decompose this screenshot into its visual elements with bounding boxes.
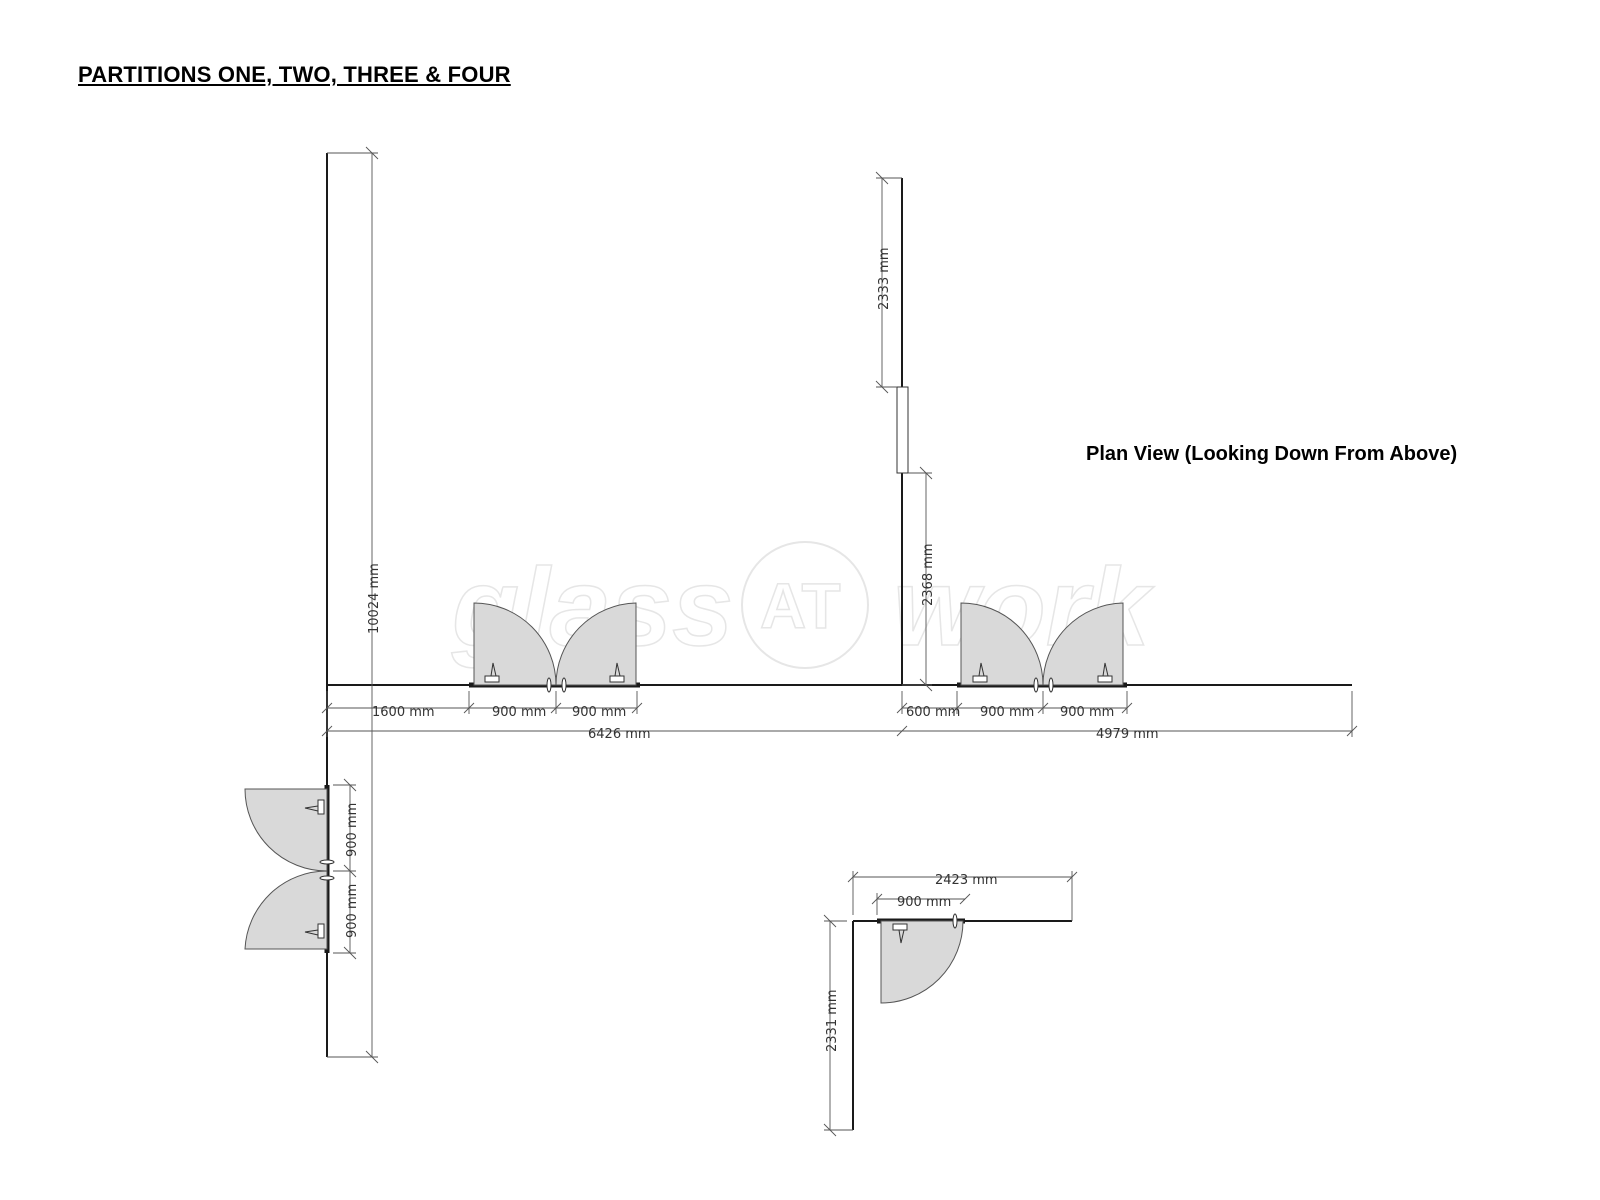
dimension-p1-height: 10024 mm	[327, 146, 382, 1064]
dimension-p4: 2423 mm 900 mm 2331 mm	[823, 871, 1078, 1137]
p1-handle-top-icon	[317, 799, 325, 815]
p4-hinge-icon	[952, 913, 958, 929]
partition-4	[852, 913, 1072, 1130]
dim-p2-offset-label: 1600 mm	[372, 705, 435, 720]
p2-handle-right-icon	[609, 675, 625, 683]
p2-hinge-icon	[546, 677, 552, 693]
p1-pivot-bottom-icon	[304, 929, 319, 936]
dim-p2-total-label: 6426 mm	[588, 727, 651, 742]
p4-pivot-icon	[898, 929, 905, 944]
p2-hinge2-icon	[561, 677, 567, 693]
dim-p2-door-left-label: 900 mm	[492, 705, 546, 720]
dim-p4-door-label: 900 mm	[897, 895, 951, 910]
p3-pivot-left-icon	[978, 662, 985, 677]
p2-pivot-right-icon	[614, 662, 621, 677]
p2-handle-left-icon	[484, 675, 500, 683]
p3-door-right-swing	[1042, 602, 1124, 686]
p3-hinge-icon	[1033, 677, 1039, 693]
dim-p3-door-right-label: 900 mm	[1060, 705, 1114, 720]
page-title: PARTITIONS ONE, TWO, THREE & FOUR	[78, 62, 511, 87]
watermark-circle	[741, 541, 869, 669]
p1-hinge2-icon	[319, 875, 335, 881]
dim-p3-upper-label: 2333 mm	[877, 247, 892, 310]
watermark-middle-text: AT	[760, 570, 841, 642]
dim-p4-width-label: 2423 mm	[935, 873, 998, 888]
partition-1-doors	[244, 785, 335, 953]
dim-p1-height-label: 10024 mm	[367, 563, 382, 634]
dimension-p1-doors: 900 mm 900 mm	[333, 778, 360, 960]
dimension-p3-vertical: 2333 mm 2368 mm	[875, 171, 936, 692]
p2-pivot-left-icon	[490, 662, 497, 677]
p3-pivot-right-icon	[1102, 662, 1109, 677]
watermark: glass AT work	[450, 541, 1155, 670]
p3-handle-left-icon	[972, 675, 988, 683]
partition-3-doors	[957, 602, 1127, 693]
dim-p2-door-right-label: 900 mm	[572, 705, 626, 720]
p4-door-swing	[880, 920, 964, 1004]
dim-p1-door-bottom-label: 900 mm	[345, 884, 360, 938]
dim-p3-offset-label: 600 mm	[906, 705, 960, 720]
dim-p3-lower-label: 2368 mm	[921, 543, 936, 606]
partition-2-doors	[469, 602, 640, 693]
dimension-p2: 1600 mm 900 mm 900 mm 6426 mm	[321, 691, 908, 742]
p2-door-left-swing	[473, 602, 557, 686]
dim-p3-total-label: 4979 mm	[1096, 727, 1159, 742]
p2-door-right-swing	[555, 602, 637, 686]
dim-p3-door-left-label: 900 mm	[980, 705, 1034, 720]
p1-hinge-icon	[319, 859, 335, 865]
p1-door-bottom-swing	[244, 870, 328, 950]
dim-p1-door-top-label: 900 mm	[345, 803, 360, 857]
p4-handle-icon	[892, 923, 908, 931]
plan-view-label: Plan View (Looking Down From Above)	[1086, 443, 1458, 465]
dimension-p3-horizontal: 600 mm 900 mm 900 mm 4979 mm	[896, 691, 1358, 742]
p1-pivot-top-icon	[304, 805, 319, 812]
dim-p4-height-label: 2331 mm	[825, 989, 840, 1052]
vertical-wall-panel	[896, 386, 909, 474]
p1-handle-bottom-icon	[317, 923, 325, 939]
p1-door-top-swing	[244, 788, 328, 872]
p3-hinge2-icon	[1048, 677, 1054, 693]
p3-handle-right-icon	[1097, 675, 1113, 683]
